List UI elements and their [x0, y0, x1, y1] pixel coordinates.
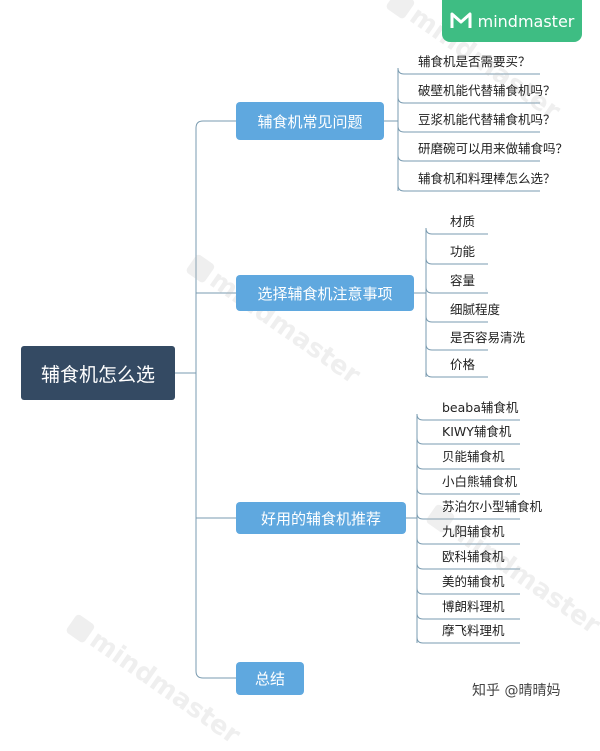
connector-line	[397, 184, 540, 192]
leaf-topic[interactable]: 研磨碗可以用来做辅食吗？	[418, 141, 569, 156]
leaf-topic[interactable]: 摩飞料理机	[442, 623, 505, 638]
root-topic[interactable]: 辅食机怎么选	[21, 346, 175, 400]
connector-line	[397, 96, 540, 104]
mindmaster-logo-icon	[450, 12, 472, 28]
connector-line	[416, 587, 520, 595]
leaf-topic[interactable]: 苏泊尔小型辅食机	[442, 499, 543, 514]
connector-line	[425, 315, 488, 323]
connector-line	[416, 512, 520, 520]
connector-line	[416, 612, 520, 620]
connector-line	[416, 437, 520, 445]
leaf-topic[interactable]: 细腻程度	[450, 302, 501, 317]
connector-line	[425, 257, 488, 265]
leaf-topic[interactable]: 欧科辅食机	[442, 549, 505, 564]
leaf-topic[interactable]: 是否容易清洗	[450, 330, 526, 345]
connector-line	[416, 413, 520, 421]
leaf-topic[interactable]: 贝能辅食机	[442, 449, 505, 464]
connector-line	[416, 487, 520, 495]
connector-line	[397, 125, 540, 133]
leaf-topic[interactable]: 博朗料理机	[442, 599, 505, 614]
leaf-topic[interactable]: 辅食机是否需要买？	[418, 54, 531, 69]
connector-line	[425, 343, 488, 351]
author-credit: 知乎 @晴晴妈	[472, 683, 561, 699]
leaf-topic[interactable]: 小白熊辅食机	[442, 474, 518, 489]
leaf-topic[interactable]: 豆浆机能代替辅食机吗？	[418, 112, 556, 127]
connector-line	[416, 537, 520, 545]
mindmaster-badge: mindmaster	[442, 0, 582, 42]
leaf-topic[interactable]: 破壁机能代替辅食机吗？	[418, 83, 556, 98]
connector-line	[195, 120, 236, 679]
brand-name: mindmaster	[477, 11, 575, 31]
connector-lines	[175, 67, 540, 679]
branch-recommendations[interactable]: 好用的辅食机推荐	[236, 502, 406, 534]
connector-line	[425, 227, 488, 235]
connector-line	[416, 462, 520, 470]
leaf-topic[interactable]: beaba辅食机	[442, 400, 519, 415]
leaf-topic[interactable]: 美的辅食机	[442, 574, 505, 589]
branch-faq[interactable]: 辅食机常见问题	[236, 102, 384, 140]
leaf-topic[interactable]: 材质	[450, 214, 476, 229]
connector-line	[425, 370, 488, 378]
leaf-topic[interactable]: 容量	[450, 273, 476, 288]
leaf-topic[interactable]: KIWY辅食机	[442, 424, 512, 439]
leaf-topic[interactable]: 功能	[450, 244, 476, 259]
leaf-topic[interactable]: 九阳辅食机	[442, 524, 505, 539]
branch-summary[interactable]: 总结	[236, 662, 304, 695]
connector-line	[416, 636, 520, 644]
branch-selection-tips[interactable]: 选择辅食机注意事项	[236, 275, 414, 311]
leaf-topic[interactable]: 价格	[450, 357, 476, 372]
connector-line	[397, 67, 540, 75]
connector-line	[425, 286, 488, 294]
leaf-topic[interactable]: 辅食机和料理棒怎么选？	[418, 171, 556, 186]
connector-line	[397, 154, 540, 162]
connector-line	[416, 562, 520, 570]
